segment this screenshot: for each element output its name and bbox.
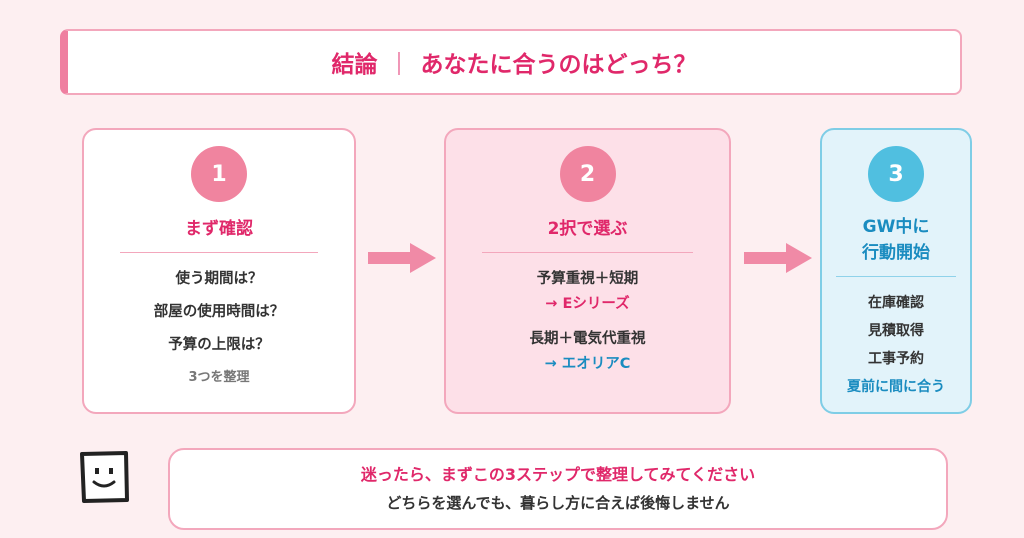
step2-option2-result: → エオリアC	[544, 356, 631, 372]
step-number-1: 1	[191, 146, 247, 202]
step2-option1-result: → Eシリーズ	[545, 296, 630, 312]
title-question: あなたに合うのはどっち？	[420, 52, 697, 78]
step-card-3: 3 GW中に 行動開始 在庫確認 見積取得 工事予約 夏前に間に合う	[820, 128, 972, 414]
step3-line-2: 見積取得	[868, 323, 924, 339]
title-main: 結論	[331, 52, 378, 78]
step-divider-1	[120, 252, 318, 253]
step3-line-1: 在庫確認	[868, 295, 924, 311]
step1-note: 3つを整理	[188, 370, 250, 385]
title-banner: 結論 ｜ あなたに合うのはどっち？	[60, 29, 962, 95]
step3-title-line-1: GW中に	[862, 217, 930, 237]
footer-speech-bubble: 迷ったら、まずこの3ステップで整理してみてください どちらを選んでも、暮らし方に…	[168, 448, 948, 530]
step2-option2-condition: 長期＋電気代重視	[529, 331, 646, 347]
footer-line-2: どちらを選んでも、暮らし方に合えば後悔しません	[386, 494, 730, 512]
step1-line-1: 使う期間は？	[175, 271, 263, 287]
step3-title-line-2: 行動開始	[862, 243, 930, 263]
step-title-1: まず確認	[185, 219, 253, 239]
footer-line-1: 迷ったら、まずこの3ステップで整理してみてください	[360, 465, 756, 484]
step-divider-3	[836, 276, 956, 277]
step-title-3: GW中に 行動開始	[822, 214, 970, 266]
step3-highlight: 夏前に間に合う	[847, 379, 945, 395]
step2-option1-condition: 予算重視＋短期	[536, 271, 639, 287]
step-card-2: 2 2択で選ぶ 予算重視＋短期 → Eシリーズ 長期＋電気代重視 → エオリアC	[444, 128, 731, 414]
step1-line-2: 部屋の使用時間は？	[153, 304, 285, 320]
step1-line-3: 予算の上限は？	[168, 337, 270, 353]
step-title-2: 2択で選ぶ	[547, 219, 628, 239]
step-number-2: 2	[559, 146, 616, 202]
title-separator: ｜	[387, 52, 411, 78]
step-divider-2	[482, 252, 693, 253]
step-card-1: 1 まず確認 使う期間は？ 部屋の使用時間は？ 予算の上限は？ 3つを整理	[82, 128, 356, 414]
arrow-right-icon	[368, 243, 436, 273]
step3-line-3: 工事予約	[868, 351, 924, 367]
arrow-right-icon	[744, 243, 812, 273]
smiley-face-icon	[80, 451, 129, 503]
step-number-3: 3	[868, 146, 924, 202]
